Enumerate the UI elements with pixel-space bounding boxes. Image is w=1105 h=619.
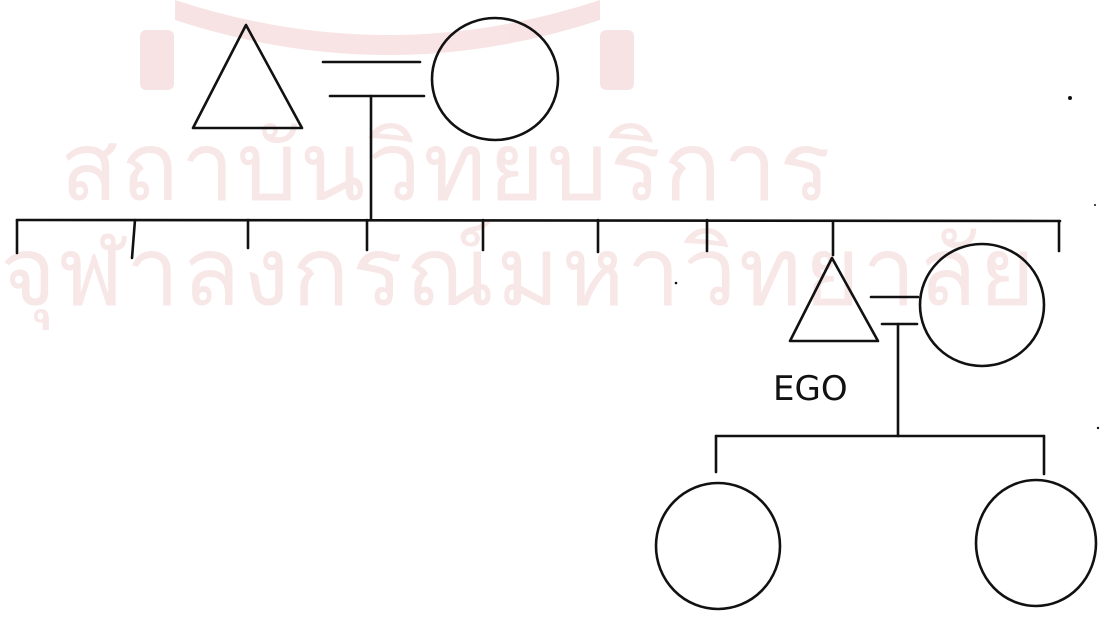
father-triangle [191,23,304,130]
watermark-line-2: จุฬาลงกรณ์มหาวิทยาลัย [0,216,1037,331]
mother-circle [430,16,560,142]
watermark-seal-icon [140,0,634,90]
sibling-line [15,218,1062,223]
ego-family: EGO [714,242,1046,476]
watermark: สถาบันวิทยบริการ จุฬาลงกรณ์มหาวิทยาลัย [0,0,1037,331]
children-generation [654,478,1098,611]
parents-generation [191,16,560,222]
scan-specks [674,96,1100,430]
daughter-circle-2 [974,478,1098,608]
sibling-tick-2 [130,218,137,260]
watermark-line-1: สถาบันวิทยบริการ [60,111,833,223]
ego-label: EGO [773,369,848,409]
ego-wife-circle [918,242,1046,368]
siblings-generation [15,218,1062,260]
daughter-circle-1 [654,481,782,611]
ego-triangle [788,256,880,343]
